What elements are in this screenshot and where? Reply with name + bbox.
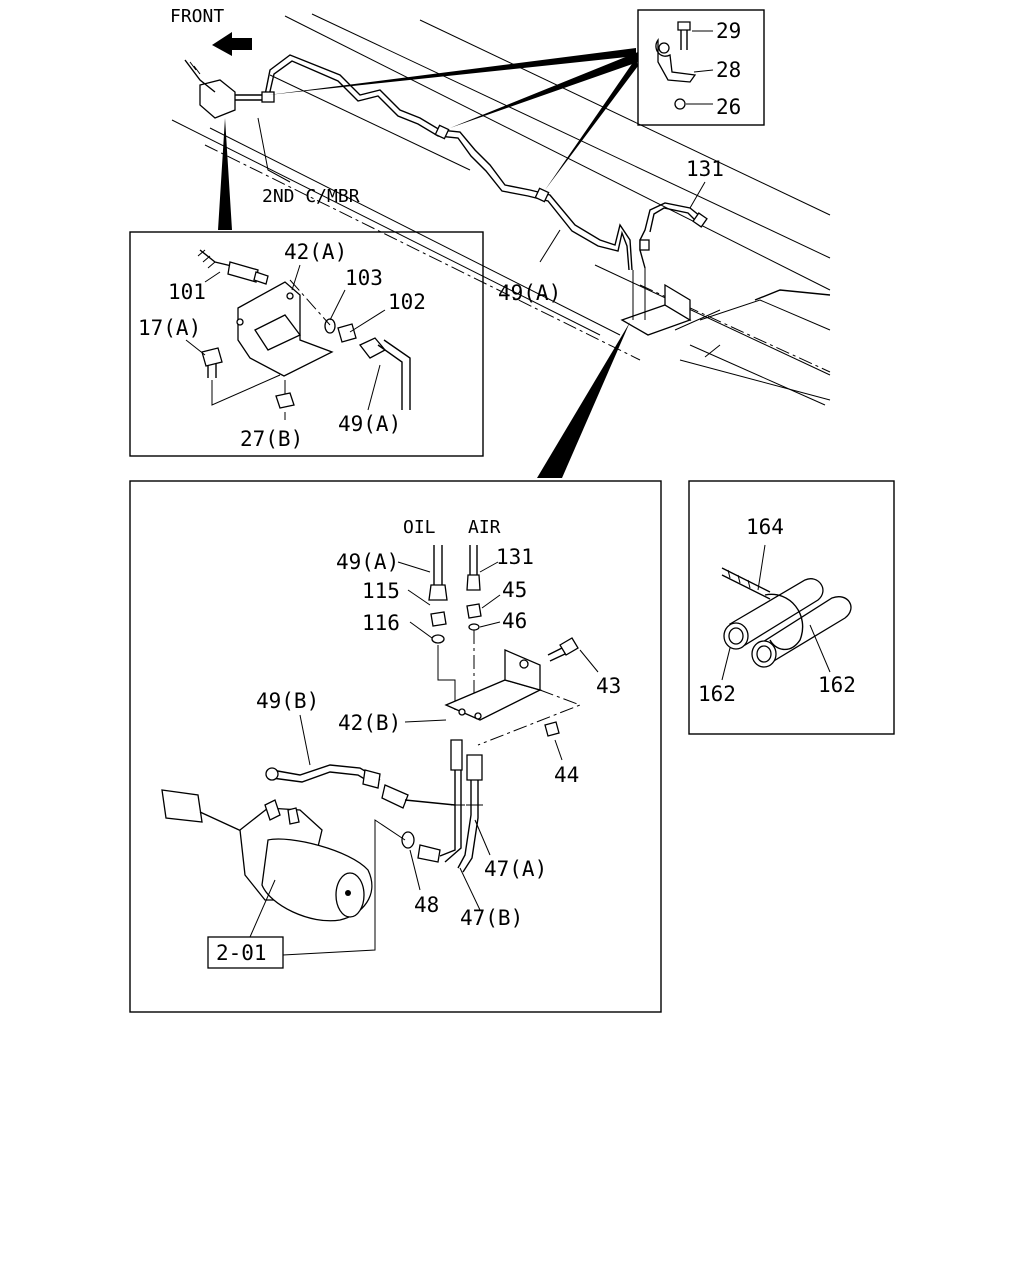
- air-label: AIR: [468, 517, 501, 538]
- nut-102-label: 102: [388, 290, 426, 314]
- frame-overview: FRONT 2ND C/MBR 49(A) 131: [170, 6, 831, 478]
- clip-detail-inset: 29 28 26: [637, 9, 765, 126]
- nut-44-label: 44: [554, 763, 579, 787]
- clamp-detail-inset: 164 162 162: [688, 480, 895, 735]
- pipe-49a-inset-label: 49(A): [338, 412, 401, 436]
- gasket-48-label: 48: [414, 893, 439, 917]
- ref-2-01-label: 2-01: [216, 941, 267, 965]
- bracket-detail-inset: 101 42(A) 103 102 17(A) 27(B) 49(A): [129, 231, 484, 457]
- pipe-162-right-label: 162: [818, 673, 856, 697]
- pipe-49a-label: 49(A): [498, 281, 561, 305]
- hose-101-label: 101: [168, 280, 206, 304]
- front-label: FRONT: [170, 6, 224, 27]
- cylinder-detail-inset: OIL AIR: [129, 480, 662, 1013]
- tie-164-label: 164: [746, 515, 784, 539]
- clip-46-label: 46: [502, 609, 527, 633]
- washer-103-label: 103: [345, 266, 383, 290]
- air-pipe-131-inset-label: 131: [496, 545, 534, 569]
- hose-47a-label: 47(A): [484, 857, 547, 881]
- pipe-49b-label: 49(B): [256, 689, 319, 713]
- oil-pipe-49a-label: 49(A): [336, 550, 399, 574]
- oil-label: OIL: [403, 517, 436, 538]
- crossmember-label: 2ND C/MBR: [262, 186, 360, 207]
- nut-45-label: 45: [502, 578, 527, 602]
- clip-116-label: 116: [362, 611, 400, 635]
- nut-26-label: 26: [716, 95, 741, 119]
- bolt-43-label: 43: [596, 674, 621, 698]
- bolt-17a-label: 17(A): [138, 316, 201, 340]
- bolt-29-label: 29: [716, 19, 741, 43]
- nut-115-label: 115: [362, 579, 400, 603]
- front-arrow-icon: [212, 32, 252, 56]
- air-pipe-131-label: 131: [686, 157, 724, 181]
- hose-47b-label: 47(B): [460, 906, 523, 930]
- clip-28-label: 28: [716, 58, 741, 82]
- nut-27b-label: 27(B): [240, 427, 303, 451]
- bracket-42b-label: 42(B): [338, 711, 401, 735]
- pipe-162-left-label: 162: [698, 682, 736, 706]
- bracket-42a-label: 42(A): [284, 240, 347, 264]
